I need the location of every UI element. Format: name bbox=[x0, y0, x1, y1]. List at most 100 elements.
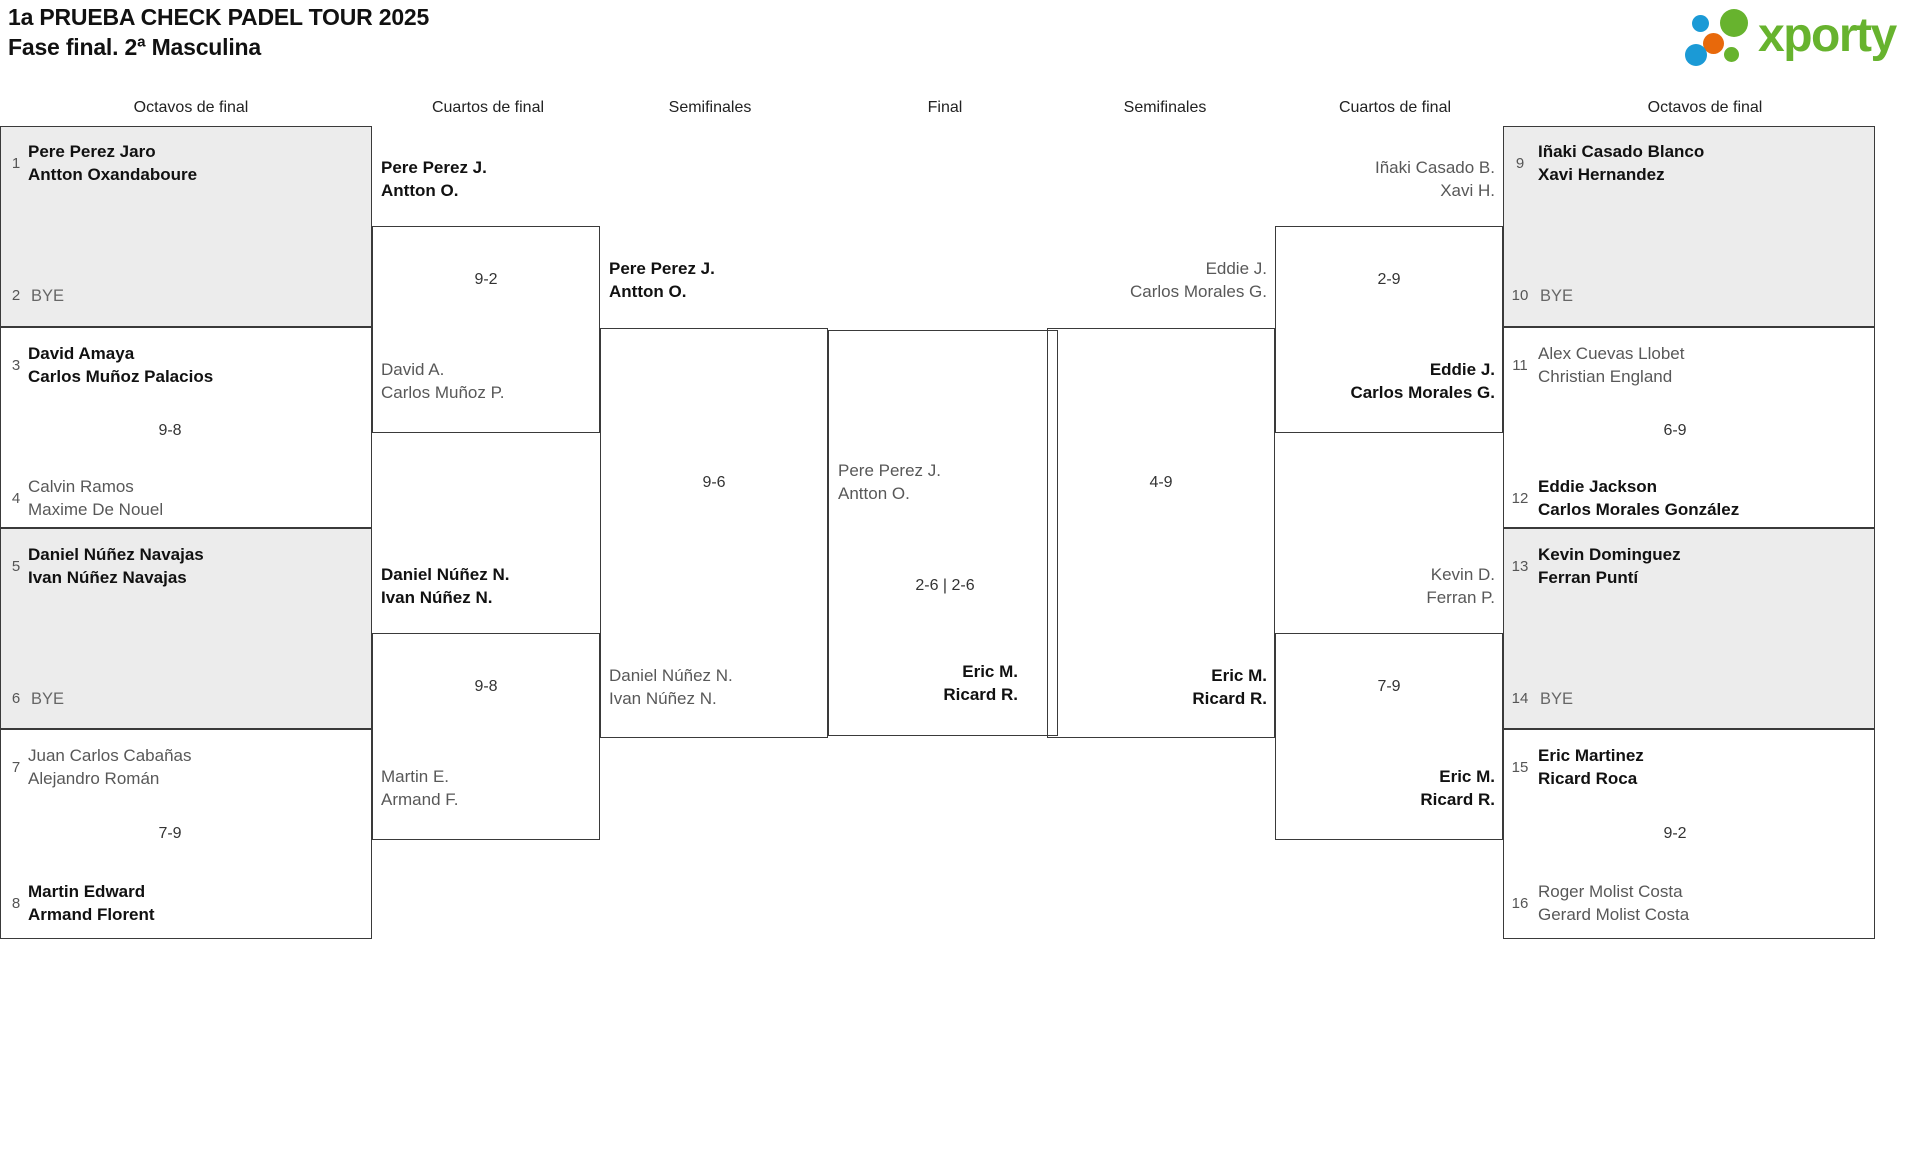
seed-number: 10 bbox=[1511, 287, 1529, 304]
player-line-2: Antton O. bbox=[838, 483, 910, 503]
player-line-1: Eddie J. bbox=[1205, 259, 1267, 278]
left-octavos-box-2[interactable] bbox=[0, 327, 372, 528]
player-line-1: David A. bbox=[381, 360, 445, 379]
team-name: Eddie Jackson Carlos Morales González bbox=[1538, 476, 1739, 521]
player-line-1: Iñaki Casado Blanco bbox=[1538, 142, 1705, 161]
match-score: 9-8 bbox=[474, 678, 498, 695]
team-name: Martin Edward Armand Florent bbox=[28, 881, 155, 926]
left-octavos-box-1[interactable] bbox=[0, 126, 372, 327]
right-cuartos-box-2[interactable] bbox=[1275, 633, 1503, 840]
player-line-2: Ricard R. bbox=[943, 684, 1018, 704]
right-octavos-box-2[interactable] bbox=[1503, 327, 1875, 528]
right-octavos-box-1[interactable] bbox=[1503, 126, 1875, 327]
player-line-2: Carlos Muñoz Palacios bbox=[28, 366, 214, 386]
round-header-cuartos-right: Cuartos de final bbox=[1338, 99, 1452, 116]
player-line-1: Daniel Núñez Navajas bbox=[28, 545, 204, 564]
player-line-2: Gerard Molist Costa bbox=[1538, 904, 1690, 924]
player-line-2: Alejandro Román bbox=[28, 768, 160, 788]
team-name: David Amaya Carlos Muñoz Palacios bbox=[28, 343, 213, 388]
match-score: 9-2 bbox=[1663, 825, 1687, 842]
seed-number: 4 bbox=[11, 490, 21, 507]
team-name: Daniel Núñez N. Ivan Núñez N. bbox=[381, 564, 509, 609]
player-line-2: Ivan Núñez N. bbox=[381, 587, 493, 607]
player-line-1: Martin E. bbox=[381, 767, 450, 786]
player-line-1: Kevin D. bbox=[1430, 565, 1495, 584]
match-score: 2-9 bbox=[1377, 271, 1401, 288]
player-line-2: Armand Florent bbox=[28, 904, 155, 924]
team-name: Iñaki Casado B. Xavi H. bbox=[1283, 157, 1495, 202]
player-line-1: Martin Edward bbox=[28, 882, 146, 901]
left-octavos-box-4[interactable] bbox=[0, 729, 372, 939]
player-line-1: Daniel Núñez N. bbox=[609, 666, 733, 685]
team-name-champion: Eric M. Ricard R. bbox=[838, 661, 1018, 706]
player-line-2: Christian England bbox=[1538, 366, 1673, 386]
team-name: David A. Carlos Muñoz P. bbox=[381, 359, 504, 404]
player-line-2: Antton O. bbox=[609, 281, 687, 301]
team-name: Kevin Dominguez Ferran Puntí bbox=[1538, 544, 1681, 589]
player-line-1: Juan Carlos Cabañas bbox=[28, 746, 192, 765]
right-cuartos-box-1[interactable] bbox=[1275, 226, 1503, 433]
team-name: Martin E. Armand F. bbox=[381, 766, 458, 811]
final-score: 2-6 | 2-6 bbox=[915, 577, 975, 594]
left-cuartos-box-2[interactable] bbox=[372, 633, 600, 840]
player-line-2: Armand F. bbox=[381, 789, 459, 809]
player-line-2: Carlos Morales G. bbox=[1130, 281, 1267, 301]
player-line-1: Alex Cuevas Llobet bbox=[1538, 344, 1685, 363]
left-octavos-box-3[interactable] bbox=[0, 528, 372, 729]
seed-number: 9 bbox=[1515, 155, 1525, 172]
team-name-bye: BYE bbox=[31, 688, 64, 711]
team-name: Eddie J. Carlos Morales G. bbox=[1055, 258, 1267, 303]
team-name-bye: BYE bbox=[1540, 285, 1573, 308]
player-line-2: Ferran P. bbox=[1426, 587, 1495, 607]
player-line-1: Eric Martinez bbox=[1538, 746, 1644, 765]
final-box[interactable] bbox=[828, 330, 1058, 736]
left-semifinal-box[interactable] bbox=[600, 328, 828, 738]
right-octavos-box-4[interactable] bbox=[1503, 729, 1875, 939]
player-line-2: Carlos Morales G. bbox=[1350, 382, 1495, 402]
player-line-1: Eric M. bbox=[1211, 666, 1267, 685]
match-score: 7-9 bbox=[1377, 678, 1401, 695]
page-title: 1a PRUEBA CHECK PADEL TOUR 2025 Fase fin… bbox=[8, 2, 429, 62]
team-name: Daniel Núñez N. Ivan Núñez N. bbox=[609, 665, 733, 710]
right-octavos-box-3[interactable] bbox=[1503, 528, 1875, 729]
player-line-2: Antton Oxandaboure bbox=[28, 164, 198, 184]
player-line-1: Eddie J. bbox=[1429, 360, 1495, 379]
team-name-bye: BYE bbox=[1540, 688, 1573, 711]
seed-number: 15 bbox=[1511, 759, 1529, 776]
seed-number: 13 bbox=[1511, 558, 1529, 575]
player-line-2: Ivan Núñez Navajas bbox=[28, 567, 187, 587]
player-line-2: Ricard R. bbox=[1192, 688, 1267, 708]
seed-number: 5 bbox=[11, 558, 21, 575]
team-name: Kevin D. Ferran P. bbox=[1283, 564, 1495, 609]
seed-number: 1 bbox=[11, 155, 21, 172]
logo-dot-green-large bbox=[1720, 9, 1748, 37]
team-name: Calvin Ramos Maxime De Nouel bbox=[28, 476, 163, 521]
match-score: 9-8 bbox=[158, 422, 182, 439]
player-line-1: Kevin Dominguez bbox=[1538, 545, 1681, 564]
player-line-1: Iñaki Casado B. bbox=[1374, 158, 1495, 177]
match-score: 7-9 bbox=[158, 825, 182, 842]
player-line-2: Xavi H. bbox=[1440, 180, 1495, 200]
team-name: Roger Molist Costa Gerard Molist Costa bbox=[1538, 881, 1689, 926]
round-header-octavos-right: Octavos de final bbox=[1647, 99, 1763, 116]
team-name: Pere Perez J. Antton O. bbox=[381, 157, 487, 202]
team-name: Pere Perez J. Antton O. bbox=[609, 258, 715, 303]
match-score: 9-2 bbox=[474, 271, 498, 288]
match-score: 9-6 bbox=[702, 474, 726, 491]
player-line-2: Antton O. bbox=[381, 180, 459, 200]
right-semifinal-box[interactable] bbox=[1047, 328, 1275, 738]
player-line-1: Pere Perez J. bbox=[381, 158, 487, 177]
logo-dot-orange bbox=[1703, 33, 1724, 54]
player-line-1: Daniel Núñez N. bbox=[381, 565, 510, 584]
team-name: Eric M. Ricard R. bbox=[1055, 665, 1267, 710]
team-name: Eric M. Ricard R. bbox=[1283, 766, 1495, 811]
seed-number: 6 bbox=[11, 690, 21, 707]
round-header-semifinales-right: Semifinales bbox=[1123, 99, 1207, 116]
logo-dot-blue-top bbox=[1692, 15, 1709, 32]
left-cuartos-box-1[interactable] bbox=[372, 226, 600, 433]
seed-number: 16 bbox=[1511, 895, 1529, 912]
seed-number: 14 bbox=[1511, 690, 1529, 707]
team-name: Pere Perez Jaro Antton Oxandaboure bbox=[28, 141, 197, 186]
player-line-1: Pere Perez J. bbox=[838, 461, 941, 480]
